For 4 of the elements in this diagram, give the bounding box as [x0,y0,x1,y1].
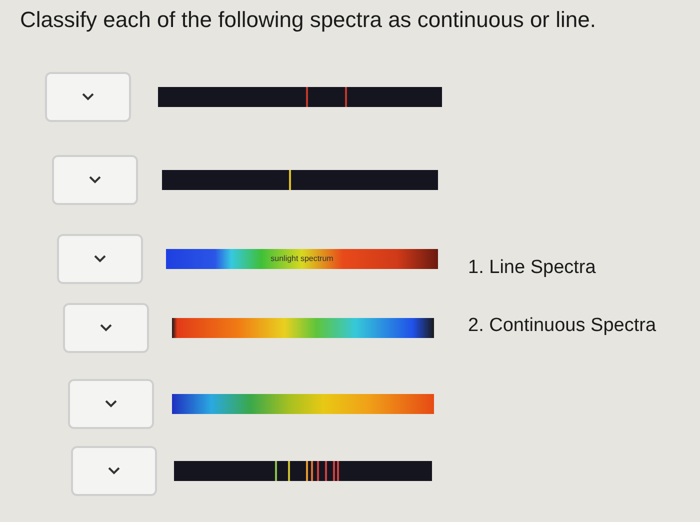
question-text: Classify each of the following spectra as continuous or line. [20,6,596,34]
list-item: 1. Line Spectra [468,256,596,280]
list-item: 2. Continuous Spectra [468,314,656,338]
spectrum-caption: sunlight spectrum [270,254,334,264]
